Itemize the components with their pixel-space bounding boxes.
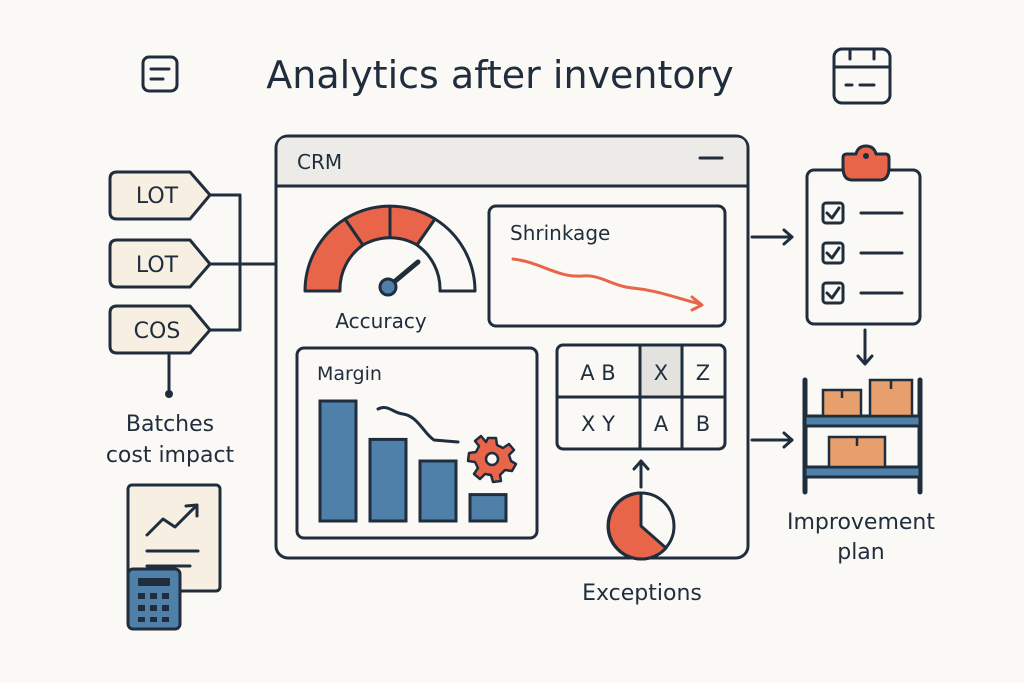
margin-label: Margin <box>317 363 382 385</box>
improvement-label-line2: plan <box>837 540 885 565</box>
calculator-report-icon <box>126 483 222 631</box>
tag-lot-1-label: LOT <box>136 184 179 209</box>
table-cell-r2c3: B <box>696 412 710 436</box>
arrow-to-shelf <box>750 431 794 449</box>
tag-lot-2-label: LOT <box>136 253 179 278</box>
table-cell-r1c3: Z <box>696 361 710 385</box>
margin-bar-4 <box>468 493 508 523</box>
pie-chart-icon <box>606 491 676 561</box>
tag-cos-label: COS <box>134 319 181 344</box>
accuracy-label: Accuracy <box>335 309 426 333</box>
trend-down-icon <box>511 257 702 306</box>
gauge-icon <box>303 204 477 297</box>
improvement-label-line1: Improvement <box>787 510 935 535</box>
margin-bar-3 <box>418 459 458 523</box>
margin-bar-1 <box>318 399 358 523</box>
margin-trend-line <box>376 406 460 444</box>
batches-label-line2: cost impact <box>106 443 235 468</box>
exceptions-label: Exceptions <box>582 581 702 606</box>
margin-panel: Margin <box>295 346 539 540</box>
tag-lot-1: LOT <box>108 170 212 221</box>
header-note-icon <box>141 55 179 93</box>
checklist-clipboard-icon <box>805 144 922 326</box>
table-cell-r2c2: A <box>654 412 669 436</box>
margin-bar-2 <box>368 437 408 523</box>
crm-window-title: CRM <box>297 150 342 174</box>
table-cell-r1c2: X <box>654 361 668 385</box>
shrinkage-label: Shrinkage <box>510 221 610 245</box>
tag-connectors <box>165 193 278 398</box>
gear-icon <box>466 434 518 484</box>
shelf-boxes-icon <box>802 377 923 495</box>
bar-chart-icon <box>318 399 508 523</box>
table-cell-r2c1: X Y <box>581 412 615 436</box>
data-table: A B X Z X Y A B <box>555 343 727 451</box>
shrinkage-panel: Shrinkage <box>487 204 727 328</box>
diagram-title: Analytics after inventory <box>266 53 733 97</box>
tag-lot-2: LOT <box>108 238 212 289</box>
table-cell-r1c1: A B <box>580 361 615 385</box>
header-calendar-icon <box>832 47 892 105</box>
batches-label-line1: Batches <box>126 412 214 437</box>
arrow-to-checklist <box>750 228 794 246</box>
pie-to-table-arrow <box>632 459 650 489</box>
tag-cos: COS <box>108 304 212 355</box>
arrow-checklist-to-shelf <box>856 328 874 366</box>
